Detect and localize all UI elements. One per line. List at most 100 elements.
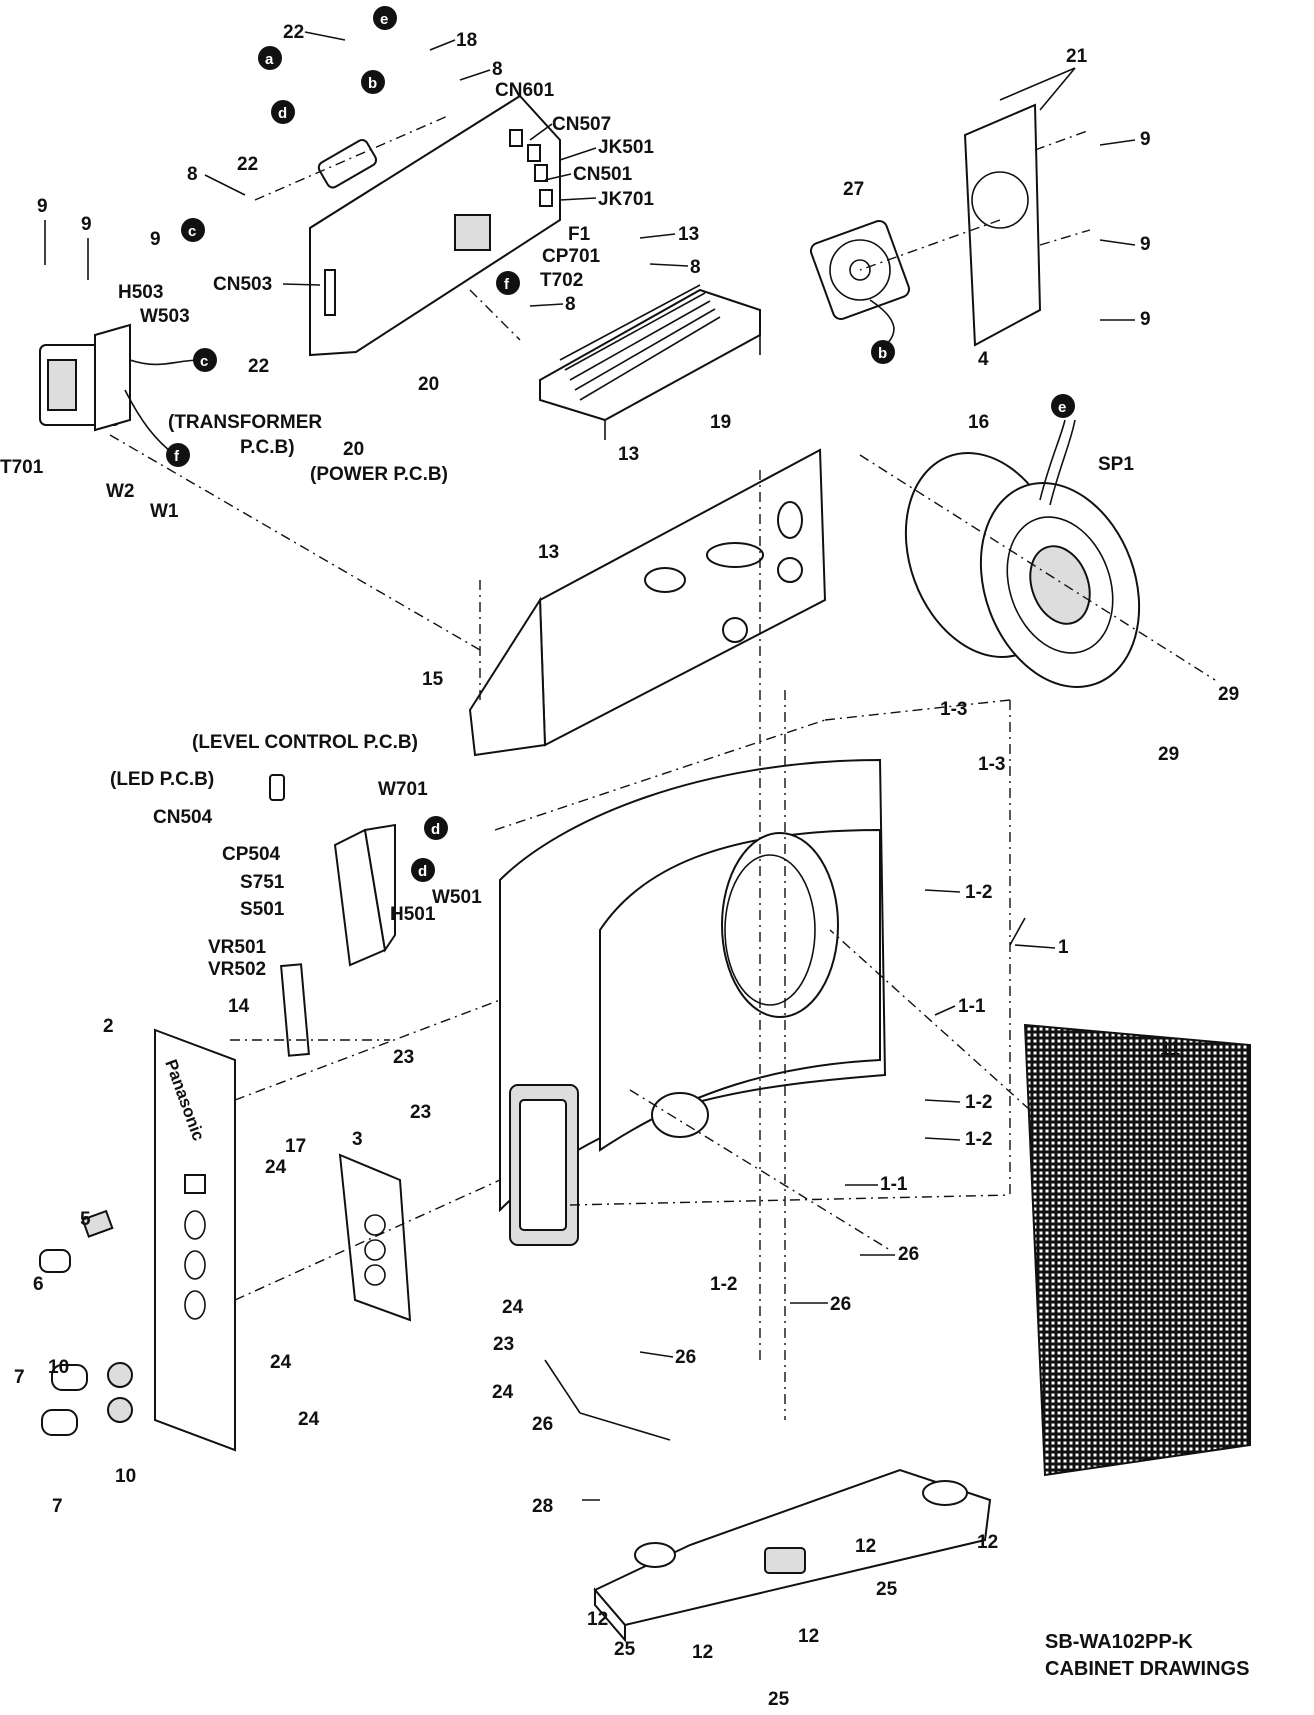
label-cn504: CN504 [153,807,213,828]
label-29-b: 29 [1158,744,1179,765]
label-13-low: 13 [538,542,559,563]
label-16: 16 [968,412,989,433]
svg-text:f: f [504,276,510,293]
label-9-fan-mid: 9 [1140,234,1151,255]
marker-f-low [166,443,190,467]
label-26-a: 26 [898,1244,919,1265]
marker-b [361,70,385,94]
label-26-c: 26 [675,1347,696,1368]
label-6: 6 [33,1274,44,1295]
label-20-b: 20 [343,439,364,460]
label-22-low: 22 [248,356,269,377]
label-9-fan-low: 9 [1140,309,1151,330]
label-24-a: 24 [265,1157,287,1178]
marker-c-right [193,348,217,372]
label-1-2-d: 1-2 [710,1274,737,1295]
marker-d-w701 [424,816,448,840]
front-panel [154,1028,236,1452]
label-23-a: 23 [393,1047,414,1068]
label-s501: S501 [240,899,285,920]
label-t702: T702 [540,270,583,291]
label-w501: W501 [432,887,482,908]
label-23-b: 23 [410,1102,431,1123]
rear-terminal-pcb [280,963,412,1322]
svg-text:e: e [1058,399,1066,416]
svg-text:d: d [418,863,427,880]
svg-text:d: d [431,821,440,838]
label-1-1-a: 1-1 [958,996,986,1017]
label-9-a: 9 [37,196,48,217]
svg-text:a: a [265,51,274,68]
label-18: 18 [456,30,477,51]
label-27: 27 [843,179,864,200]
label-4: 4 [978,349,989,370]
label-13-mid: 13 [618,444,639,465]
label-12-e: 12 [798,1626,819,1647]
label-29-a: 29 [1218,684,1239,705]
label-1-2-b: 1-2 [965,1092,992,1113]
label-1-2-c: 1-2 [965,1129,992,1150]
label-3: 3 [352,1129,363,1150]
label-cn503: CN503 [213,274,272,295]
label-h501: H501 [390,904,436,925]
label-8-right: 8 [690,257,701,278]
label-jk501: JK501 [598,137,654,158]
marker-c-left [181,218,205,242]
label-12-a: 12 [855,1536,876,1557]
label-26-b: 26 [830,1294,851,1315]
label-led-pcb: (LED P.C.B) [110,769,214,790]
label-9-c: 9 [150,229,161,250]
label-vr502: VR502 [208,959,266,980]
label-transformer-pcb-1: (TRANSFORMER [168,412,322,433]
label-11: 11 [1160,1039,1181,1060]
label-12-b: 12 [977,1532,998,1553]
svg-text:c: c [188,223,196,240]
label-1: 1 [1058,937,1069,958]
marker-e [373,6,397,30]
cabinet [494,699,1011,1246]
label-t701: T701 [0,457,44,478]
label-24-b: 24 [502,1297,524,1318]
title-caption: CABINET DRAWINGS [1045,1658,1249,1680]
label-cp504: CP504 [222,844,281,865]
label-25-c: 25 [768,1689,790,1710]
svg-text:f: f [174,448,180,465]
label-jk701: JK701 [598,189,654,210]
label-17: 17 [285,1136,306,1157]
marker-d [271,100,295,124]
label-9-fan-top: 9 [1140,129,1151,150]
label-h503: H503 [118,282,163,303]
svg-text:b: b [368,75,377,92]
front-grille [1023,1023,1251,1477]
label-21: 21 [1066,46,1088,67]
label-1-1-b: 1-1 [880,1174,908,1195]
label-2: 2 [103,1016,114,1037]
power-pcb [308,94,561,357]
label-vr501: VR501 [208,937,267,958]
marker-d-w501 [411,858,435,882]
label-7-a: 7 [14,1367,25,1388]
label-8-heatsink: 8 [565,294,576,315]
label-power-pcb: (POWER P.C.B) [310,464,448,485]
label-10-a: 10 [48,1357,69,1378]
label-cn601: CN601 [495,80,555,101]
label-1-3-a: 1-3 [940,699,967,720]
label-25-a: 25 [876,1579,898,1600]
fan [809,219,911,351]
label-w2: W2 [106,481,135,502]
label-14: 14 [228,996,250,1017]
base-stand [593,1468,992,1643]
level-control-pcb [269,774,396,967]
wire-markers: a b d e c c f f b e d d [166,6,1075,882]
label-25-b: 25 [614,1639,636,1660]
marker-f-top [496,271,520,295]
marker-a [258,46,282,70]
title-model: SB-WA102PP-K [1045,1631,1193,1653]
label-w503: W503 [140,306,190,327]
label-24-e: 24 [298,1409,320,1430]
assembly-lines [109,114,1216,1420]
marker-e-speaker [1051,394,1075,418]
label-cp701: CP701 [542,246,601,267]
marker-b-fan [871,340,895,364]
